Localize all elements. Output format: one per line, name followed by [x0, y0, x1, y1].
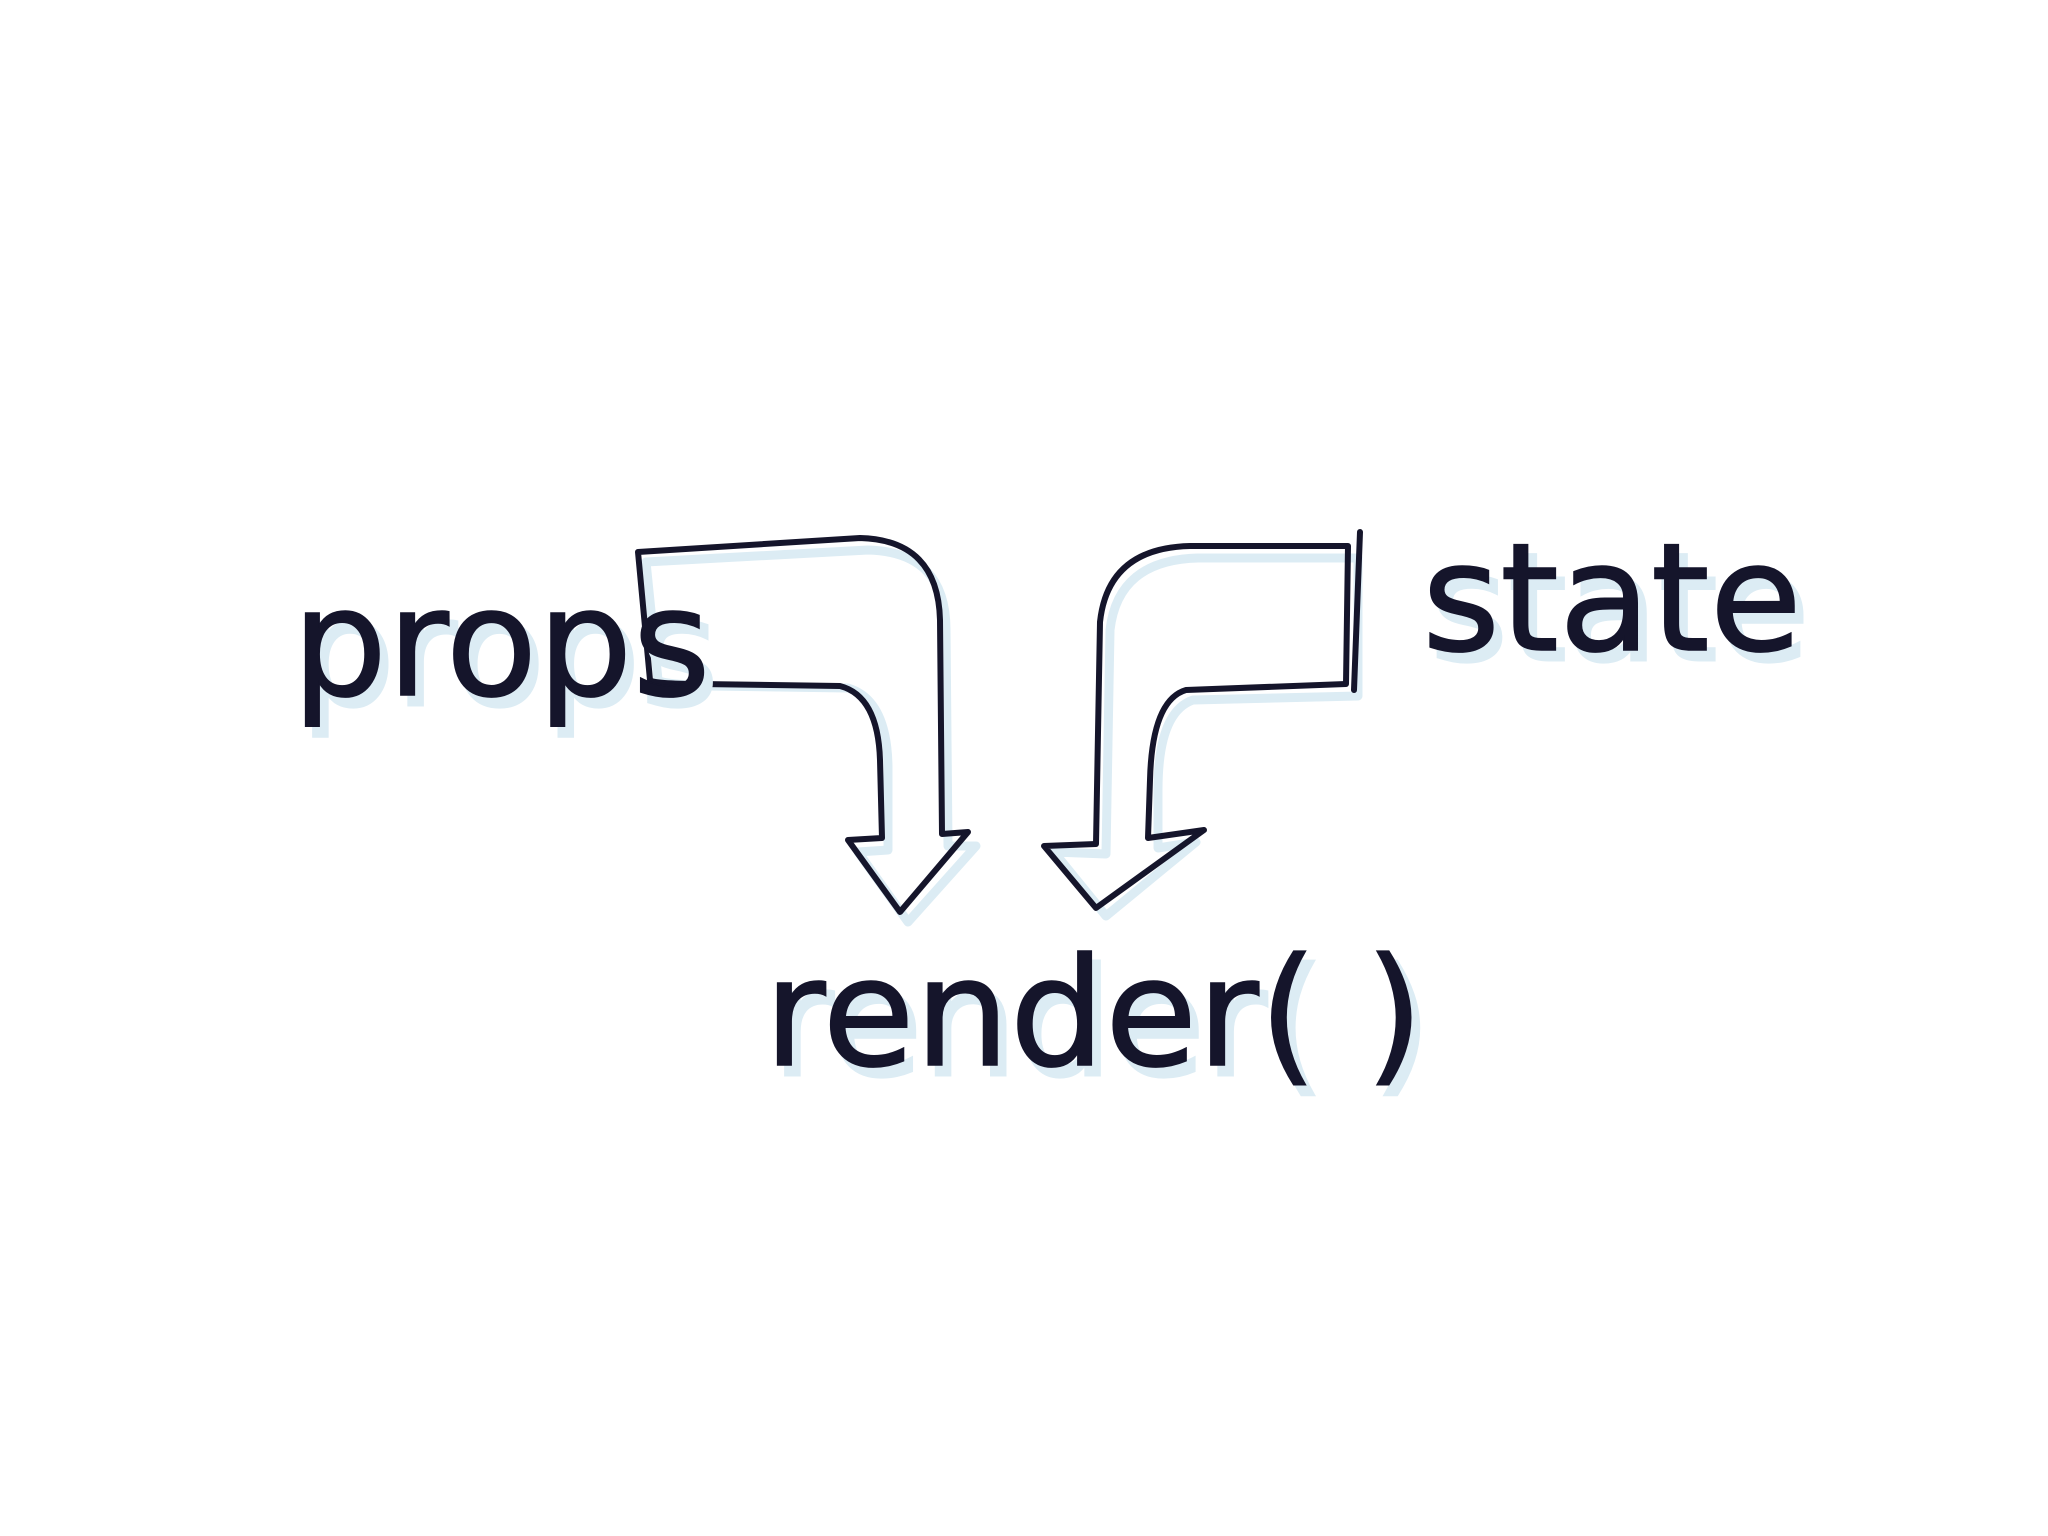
render-label-shadow: render( )	[772, 937, 1432, 1111]
state-label: state	[1422, 512, 1802, 686]
props-label: props	[292, 557, 711, 731]
props-label-shadow: props	[300, 567, 719, 741]
arrow-state-to-render	[1041, 543, 1351, 911]
state-label-shadow: state	[1430, 522, 1810, 696]
arrow-props-to-render	[635, 535, 971, 915]
arrow-shadows	[641, 545, 1363, 927]
state-arrow-tail-cap	[1351, 529, 1363, 693]
render-label: render( )	[764, 927, 1424, 1101]
